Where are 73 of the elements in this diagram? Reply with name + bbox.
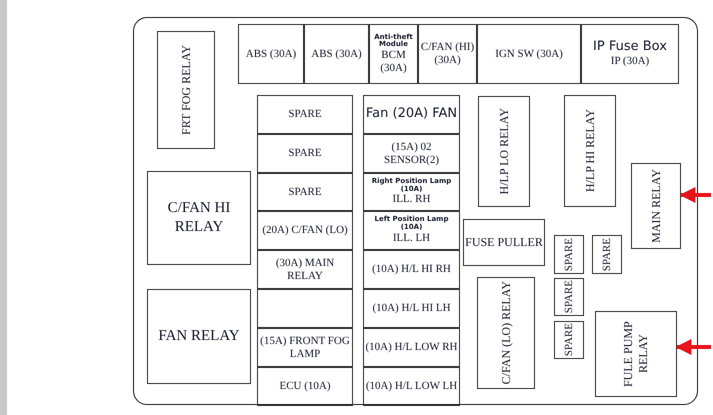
fuse-label: IGN SW (30A) <box>495 48 563 60</box>
fuse-label: (15A) FRONT FOG LAMP <box>259 334 351 360</box>
fuse-label: SPARE <box>288 108 322 121</box>
fuse-slot <box>363 173 460 211</box>
fuse-label: FUSE PULLER <box>465 235 543 250</box>
relay-block <box>147 171 251 265</box>
relay-block <box>157 31 215 149</box>
fuse-slot <box>581 24 679 84</box>
fuse-slot <box>363 250 460 289</box>
fuse-label: (20A) C/FAN (LO) <box>262 224 348 237</box>
relay-block <box>477 277 535 389</box>
fuse-label: ECU (10A) <box>279 380 331 393</box>
relay-label: FULE PUMP RELAY <box>621 320 651 389</box>
fuse-label: IP (30A) <box>610 55 650 68</box>
fuse-slot <box>554 235 584 274</box>
fuse-label: ILL. RH <box>392 193 430 206</box>
fuse-slot <box>257 173 353 211</box>
fuse-label: SPARE <box>562 280 576 314</box>
fuse-slot <box>257 250 353 289</box>
fuse-slot <box>363 289 460 328</box>
fuse-slot <box>554 278 584 316</box>
fuse-slot <box>257 95 353 134</box>
relay-block <box>564 95 616 207</box>
fuse-slot <box>363 95 460 134</box>
fuse-slot <box>554 321 584 359</box>
fuse-label: (30A) MAIN RELAY <box>274 256 336 282</box>
relay-block <box>478 96 530 207</box>
fuse-label: (10A) H/L HI RH <box>372 263 451 276</box>
fuse-label: IP Fuse Box <box>593 40 667 56</box>
relay-label: C/FAN HI RELAY <box>166 199 232 237</box>
fuse-slot <box>257 289 353 328</box>
fuse-slot <box>363 211 460 250</box>
fuse-slot <box>477 24 581 84</box>
fuse-slot <box>257 367 353 406</box>
fuse-label: Fan (20A) FAN <box>366 107 458 122</box>
relay-label: MAIN RELAY <box>648 169 664 243</box>
fuse-label: (15A) 02 SENSOR(2) <box>382 140 440 166</box>
fuse-label: ABS (30A) <box>246 48 296 60</box>
relay-label: H/LP LO RELAY <box>496 108 512 195</box>
relay-block <box>595 311 677 397</box>
relay-label: H/LP HI RELAY <box>582 109 598 193</box>
relay-label: FRT FOG RELAY <box>178 45 194 135</box>
relay-label: C/FAN (LO) RELAY <box>498 281 514 385</box>
fuse-slot <box>304 24 369 84</box>
fuse-slot <box>257 328 353 367</box>
fuse-slot <box>363 134 460 173</box>
fuse-slot <box>257 211 353 250</box>
arrow <box>675 339 711 355</box>
fuse-label: BCM (30A) <box>379 49 408 74</box>
fuse-label: (10A) H/L LOW LH <box>366 380 458 393</box>
fuse-slot <box>592 235 622 274</box>
fuse-slot <box>257 134 353 173</box>
relay-block <box>631 163 681 249</box>
relay-label: FAN RELAY <box>158 327 240 346</box>
fuse-label: SPARE <box>288 147 322 160</box>
relay-block <box>147 289 251 384</box>
fuse-label: SPARE <box>288 186 322 198</box>
fuse-label: (10A) H/L HI LH <box>372 302 451 315</box>
fuse-slot <box>418 24 477 84</box>
fuse-puller-slot <box>463 219 545 266</box>
fuse-box-outline <box>133 17 698 405</box>
arrow <box>679 187 711 203</box>
fuse-slot <box>363 367 460 406</box>
fuse-label: C/FAN (HI) (30A) <box>420 41 476 67</box>
fuse-label: ABS (30A) <box>311 48 362 60</box>
fuse-label: SPARE <box>562 238 576 272</box>
fuse-slot <box>369 24 418 84</box>
fuse-slot <box>363 328 460 367</box>
fuse-slot <box>238 24 304 84</box>
fuse-label: ILL. LH <box>392 232 430 244</box>
fuse-label: SPARE <box>600 238 614 272</box>
fuse-label: (10A) H/L LOW RH <box>366 341 458 354</box>
fuse-label: SPARE <box>562 323 576 357</box>
